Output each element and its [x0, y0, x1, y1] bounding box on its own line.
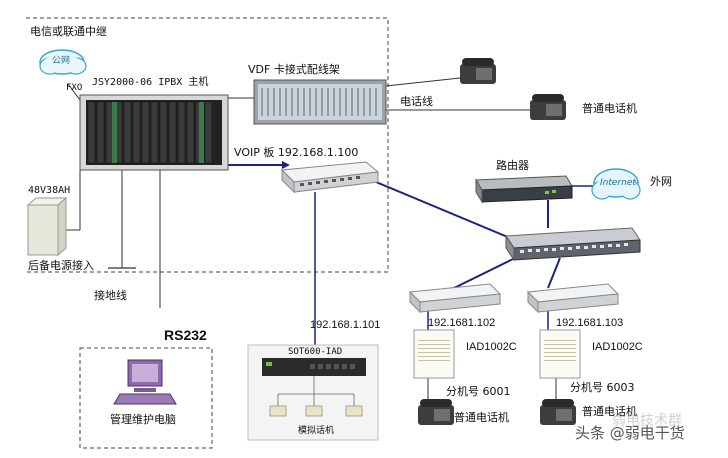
line-bigswitch-left — [449, 257, 516, 291]
ipbx-label: JSY2000-06 IPBX 主机 — [92, 77, 209, 88]
watermark-faint: 弱电技术群 — [612, 413, 682, 429]
pstn-cloud-icon — [39, 49, 87, 75]
pc-boundary-dashed — [79, 347, 213, 449]
ground-label: 接地线 — [94, 289, 127, 302]
battery-label: 48V38AH — [28, 185, 71, 196]
core-switch-icon — [505, 227, 641, 262]
vdf-patch-panel-icon — [253, 79, 387, 125]
ip-right-label: 192.1681.103 — [556, 317, 624, 329]
sot-device-label: SOT600-IAD — [288, 347, 343, 357]
vdf-label: VDF 卡接式配线架 — [248, 63, 340, 76]
wan-label: 外网 — [650, 175, 672, 188]
ip-left-label: 192.1681.102 — [428, 317, 496, 329]
battery-box-icon — [26, 196, 68, 257]
rs232-label: RS232 — [164, 327, 207, 343]
line-pstn-ipbx — [67, 83, 81, 101]
line-switch-bigswitch — [375, 181, 511, 239]
fxo-label: FXO — [66, 83, 83, 93]
center-switch-icon — [280, 161, 380, 194]
internet-cloud-icon — [591, 168, 641, 200]
iad-right-icon — [539, 329, 581, 379]
ext-left-label: 分机号 6001 — [446, 385, 511, 398]
phone-right-label: 普通电话机 — [582, 405, 637, 418]
normal-phone-top-label: 普通电话机 — [582, 102, 637, 115]
telephone-icon-second — [530, 94, 566, 120]
router-label: 路由器 — [496, 159, 529, 172]
phone-line-label: 电话线 — [400, 95, 433, 108]
ext-right-label: 分机号 6003 — [570, 381, 635, 394]
backup-power-label: 后备电源接入 — [28, 259, 94, 272]
mgmt-pc-label: 管理维护电脑 — [110, 413, 176, 426]
ip-sot-label: 192.168.1.101 — [310, 319, 381, 331]
trunk-label: 电信或联通中继 — [30, 25, 107, 38]
management-pc-icon — [113, 359, 177, 405]
analog-phone-label: 模拟话机 — [298, 426, 335, 436]
line-vdf-phone1 — [385, 77, 461, 87]
voip-label: VOIP 板 192.168.1.100 — [234, 146, 359, 159]
line-bigswitch-right — [547, 257, 561, 289]
iad-left-label: IAD1002C — [466, 341, 517, 353]
iad-left-icon — [413, 329, 455, 379]
pstn-label: 公网 — [52, 56, 71, 66]
telephone-icon-left — [418, 399, 454, 425]
telephone-icon-right — [540, 399, 576, 425]
right-switch-icon — [526, 283, 620, 314]
internet-label: Internet — [600, 178, 636, 188]
sot600-iad-panel — [247, 344, 379, 441]
watermark: 头条 @弱电干货 — [575, 424, 685, 442]
arrow-voip — [282, 161, 290, 169]
left-switch-icon — [408, 283, 502, 314]
ipbx-chassis-icon — [79, 94, 229, 171]
router-icon — [475, 175, 573, 204]
iad-right-label: IAD1002C — [592, 341, 643, 353]
phone-left-label: 普通电话机 — [454, 411, 509, 424]
telephone-icon-top — [460, 58, 496, 84]
